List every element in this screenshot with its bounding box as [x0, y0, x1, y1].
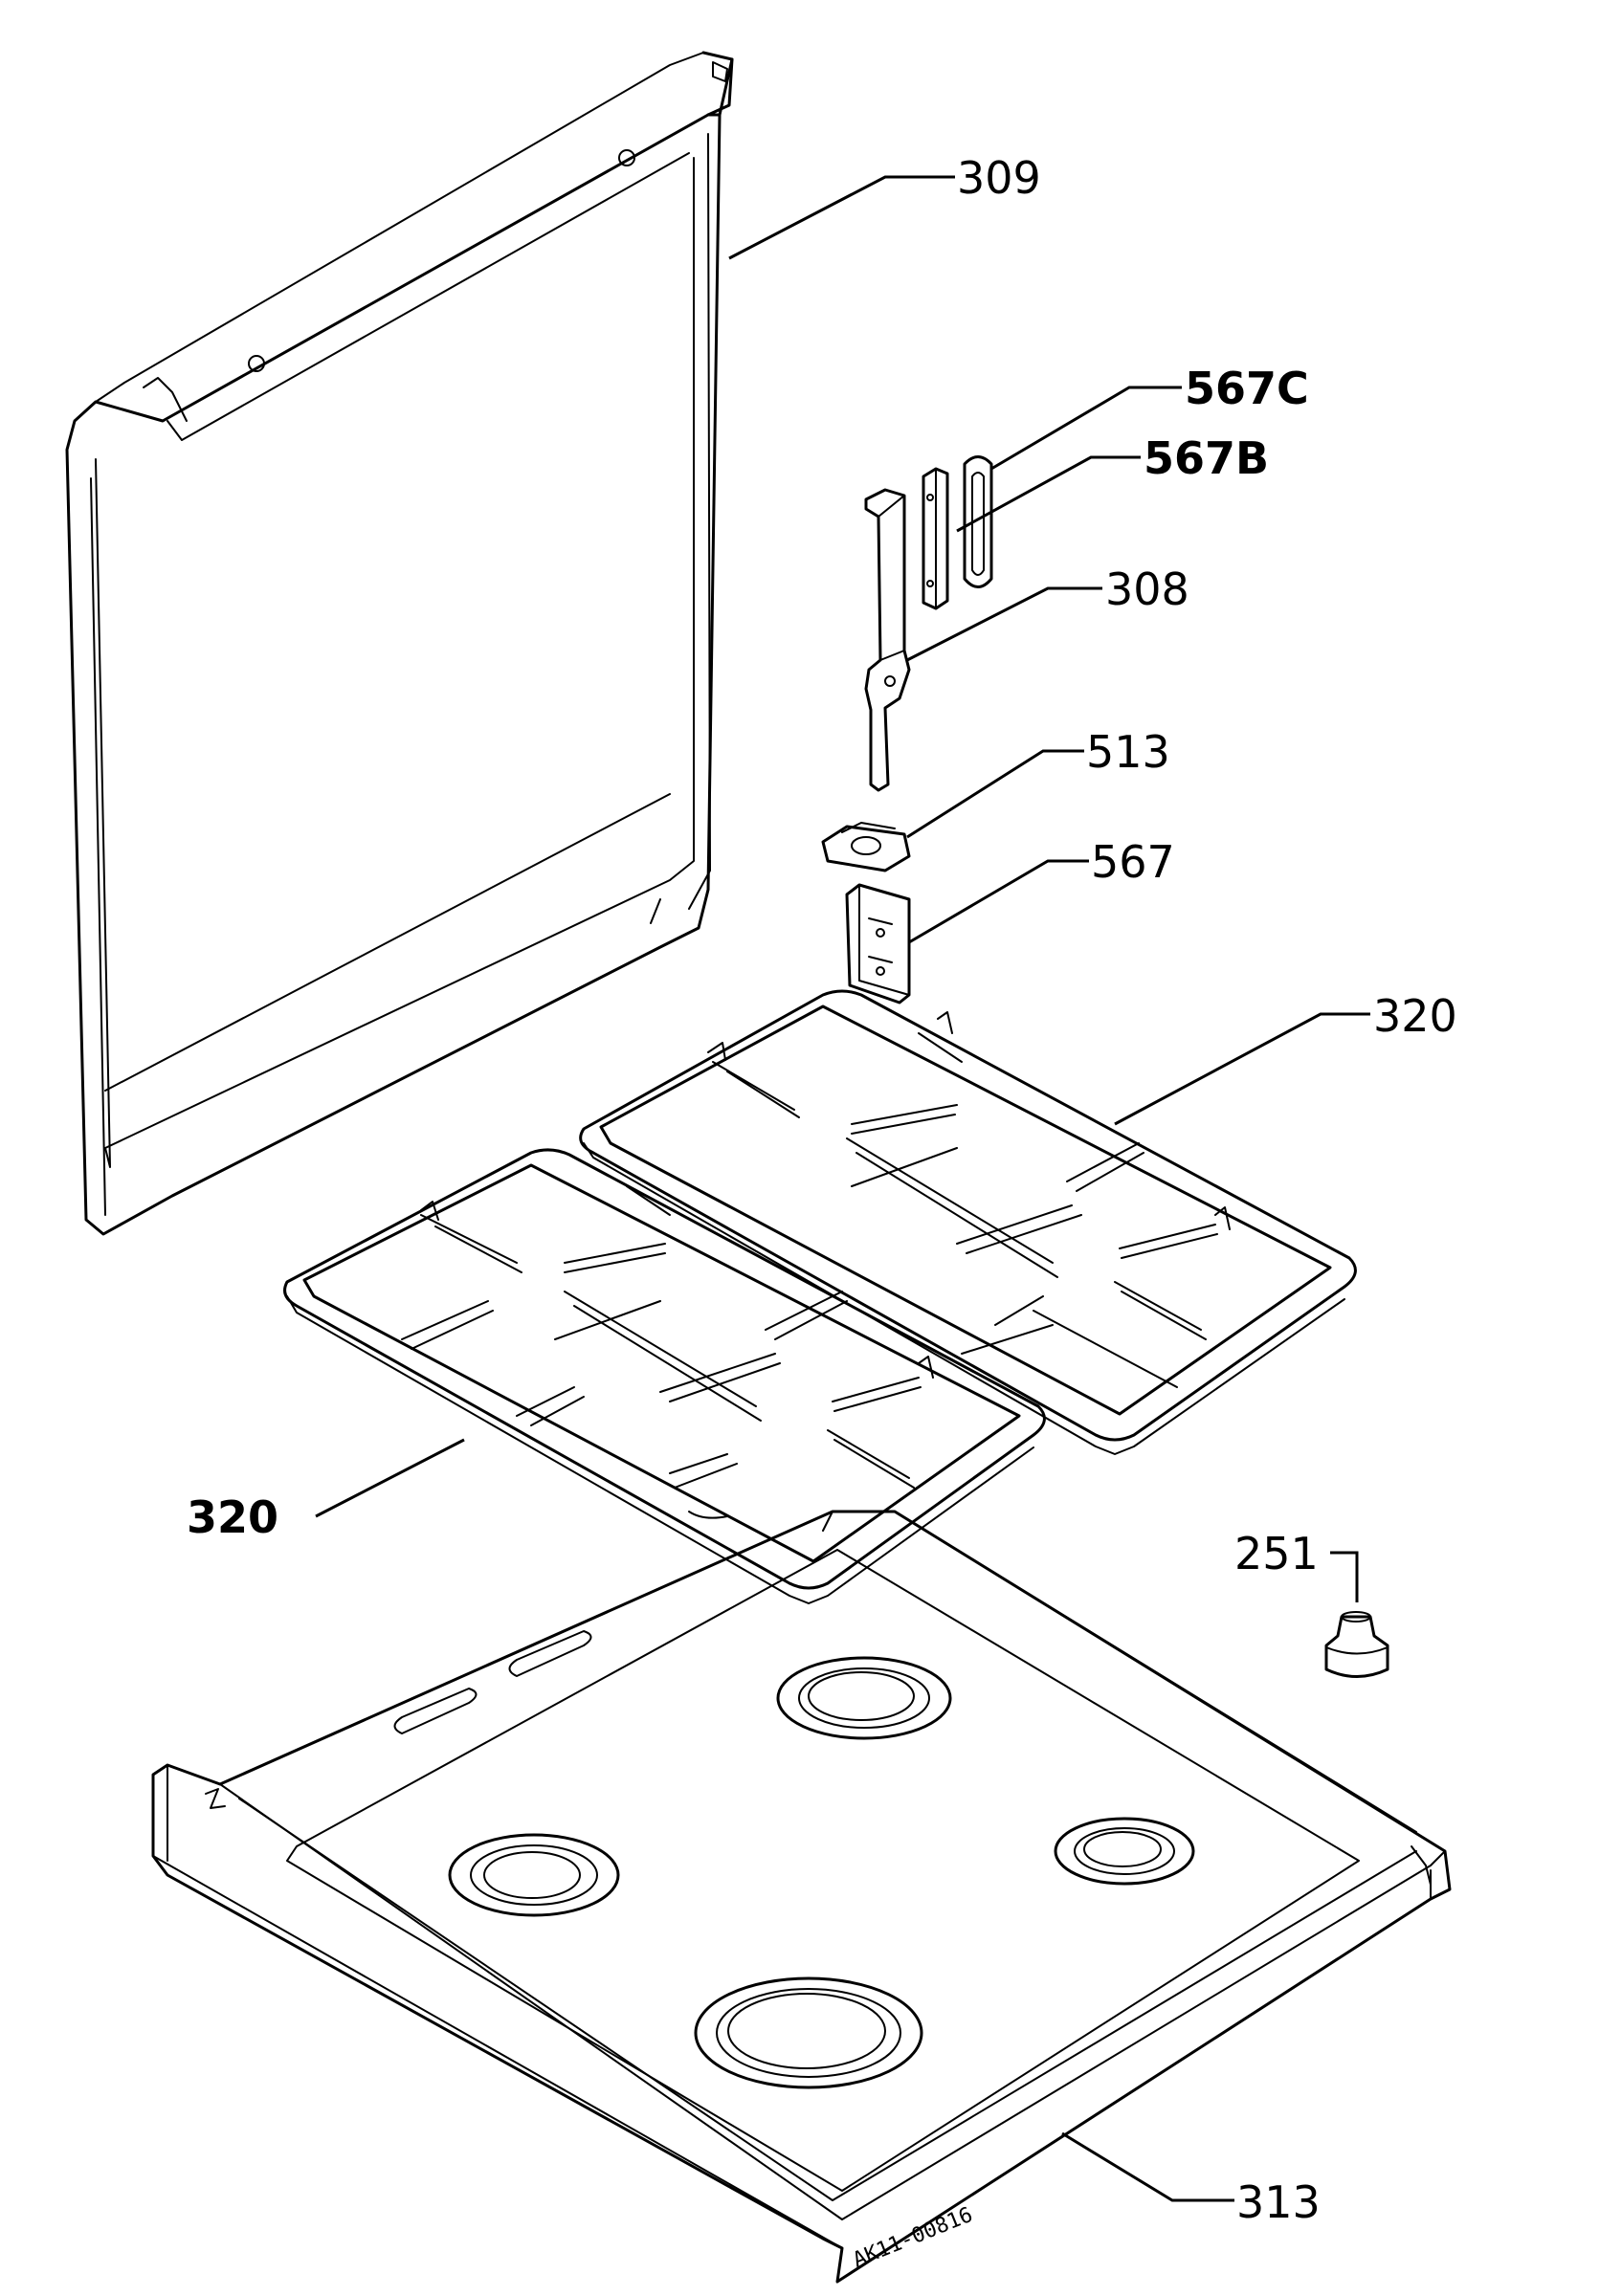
- part-309-back-panel: [65, 51, 734, 1236]
- leader-313: [1061, 2131, 1234, 2202]
- leader-320-left: [315, 1438, 465, 1518]
- part-320-pan-support-right: [579, 989, 1357, 1455]
- part-567b-strip: [922, 467, 949, 610]
- leader-251: [1330, 1551, 1359, 1602]
- callout-567: 567: [1091, 836, 1175, 888]
- leader-308: [906, 586, 1102, 662]
- callout-567c: 567C: [1185, 363, 1309, 414]
- part-251-cap: [1324, 1611, 1389, 1678]
- callout-320-top: 320: [1373, 990, 1457, 1042]
- callout-309: 309: [957, 152, 1041, 204]
- callout-251: 251: [1234, 1528, 1319, 1579]
- leader-309: [728, 175, 955, 260]
- leader-320-top: [1114, 1012, 1370, 1126]
- leader-567b: [956, 455, 1141, 533]
- leader-513: [906, 749, 1084, 839]
- callout-513: 513: [1086, 726, 1170, 778]
- part-308-bracket: [864, 488, 911, 792]
- part-320-pan-support-left: [283, 1148, 1046, 1604]
- leader-lines: [315, 175, 1370, 2202]
- part-313-hob-top: [151, 1510, 1452, 2284]
- leader-567c: [990, 386, 1182, 471]
- callout-567b: 567B: [1144, 432, 1269, 484]
- part-567-plate: [845, 883, 911, 1004]
- callout-308: 308: [1105, 563, 1189, 615]
- callout-320-left: 320: [187, 1491, 278, 1543]
- part-513-clip: [821, 822, 911, 872]
- drawing-code: AK11-00816: [850, 2203, 976, 2273]
- part-567c-link: [963, 455, 993, 588]
- callout-313: 313: [1236, 2176, 1321, 2228]
- leader-567: [908, 859, 1089, 944]
